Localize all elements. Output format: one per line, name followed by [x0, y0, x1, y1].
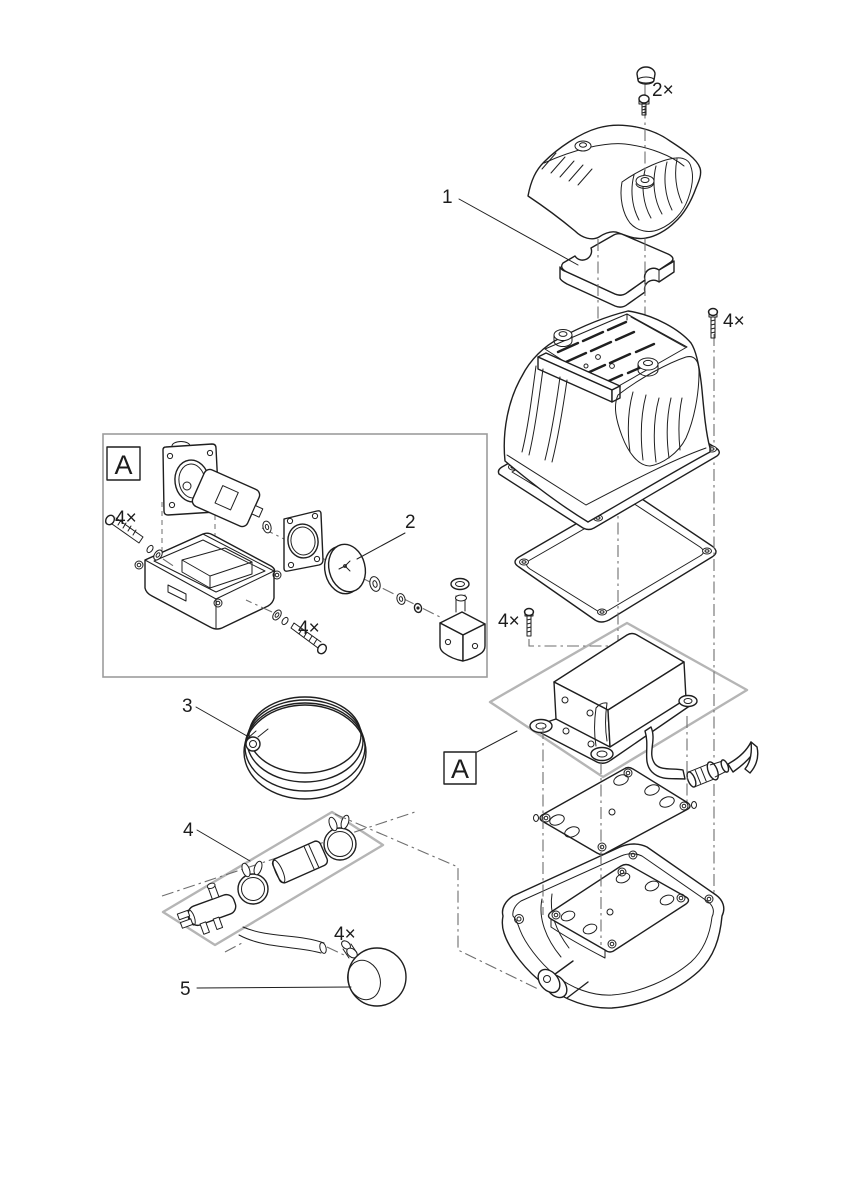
detail-base-box [134, 532, 282, 630]
deck-screw-boss-left [553, 329, 573, 347]
housing-left-ribs [521, 365, 568, 463]
hose-connector [271, 840, 329, 884]
detail-box-a: A [102, 433, 488, 678]
cover-left-vents [541, 152, 593, 186]
centerline-gasket-screw [528, 639, 612, 647]
housing-handle-bar [537, 352, 621, 403]
gasket-screw [523, 607, 535, 637]
gasket-screw-qty: 4× [498, 611, 520, 632]
upper-housing [497, 310, 720, 531]
section-a-frame [443, 751, 477, 785]
air-stone-qty: 4× [334, 924, 356, 945]
detail-coil [191, 468, 264, 528]
cover-screw-qty: 2× [652, 80, 674, 101]
air-tube [238, 926, 325, 954]
detail-axis-washers [369, 576, 423, 614]
detail-diaphragm-frame [283, 510, 324, 572]
detail-box-label-frame [106, 446, 141, 481]
detail-region-a-outline [488, 621, 749, 779]
hose-routing-line [334, 813, 541, 991]
housing-right-ribs [614, 356, 700, 467]
top-cover [527, 124, 702, 240]
part4-callout: 4 [183, 820, 194, 841]
detail-screw-lower [245, 599, 328, 655]
hose-clamp-2 [237, 860, 269, 905]
air-hose-coil: 3 [182, 696, 367, 800]
hose-end-fitting [245, 728, 269, 752]
deck-vent-slots [556, 320, 656, 386]
part2-callout: 2 [405, 512, 416, 533]
foam-insert [559, 233, 675, 308]
part1-callout: 1 [442, 187, 453, 208]
detail-valve-box [439, 577, 486, 662]
air-stone: 5 4× [180, 924, 407, 1007]
cover-plug-cap [636, 66, 656, 85]
hose-clamp-1 [323, 814, 357, 861]
air-manifold [176, 882, 237, 935]
part4-leader [196, 829, 251, 862]
inner-platform [547, 863, 690, 959]
bottom-housing-ears [514, 850, 714, 924]
detail-box-label: A [114, 450, 132, 480]
power-cable [644, 726, 759, 790]
bottom-housing [501, 843, 725, 1009]
part5-callout: 5 [180, 979, 191, 1000]
hose-clamp-kit: 4 [161, 811, 416, 935]
part3-callout: 3 [182, 696, 193, 717]
part3-leader [195, 706, 248, 737]
part1-leader [458, 198, 579, 266]
detail-screw-upper-left [104, 514, 176, 568]
housing-screw [707, 307, 719, 339]
detail-bracket-screw-qty: 4× [115, 508, 137, 529]
cover-scoop-vents [631, 158, 683, 221]
detail-diaphragm-disc [323, 543, 367, 595]
air-stone-ball [341, 940, 407, 1007]
cover-screw [638, 94, 650, 116]
detail-pump-screw-qty: 4× [298, 618, 320, 639]
section-a-label: A [451, 754, 469, 784]
valve-plate-ports [549, 774, 675, 838]
valve-plate [533, 766, 697, 856]
deck-screw-boss-right [637, 357, 659, 377]
part2-leader [356, 532, 406, 560]
air-outlet-nozzle [537, 960, 589, 999]
hose-kit-region-outline [161, 810, 385, 947]
power-plug [684, 756, 732, 790]
cover-scoop [620, 157, 693, 232]
section-a-reference: A [443, 730, 518, 785]
detail-solenoid-assembly [162, 441, 272, 534]
part5-leader [196, 986, 352, 989]
housing-screw-qty: 4× [723, 311, 745, 332]
pump-inner-unit [529, 632, 759, 790]
